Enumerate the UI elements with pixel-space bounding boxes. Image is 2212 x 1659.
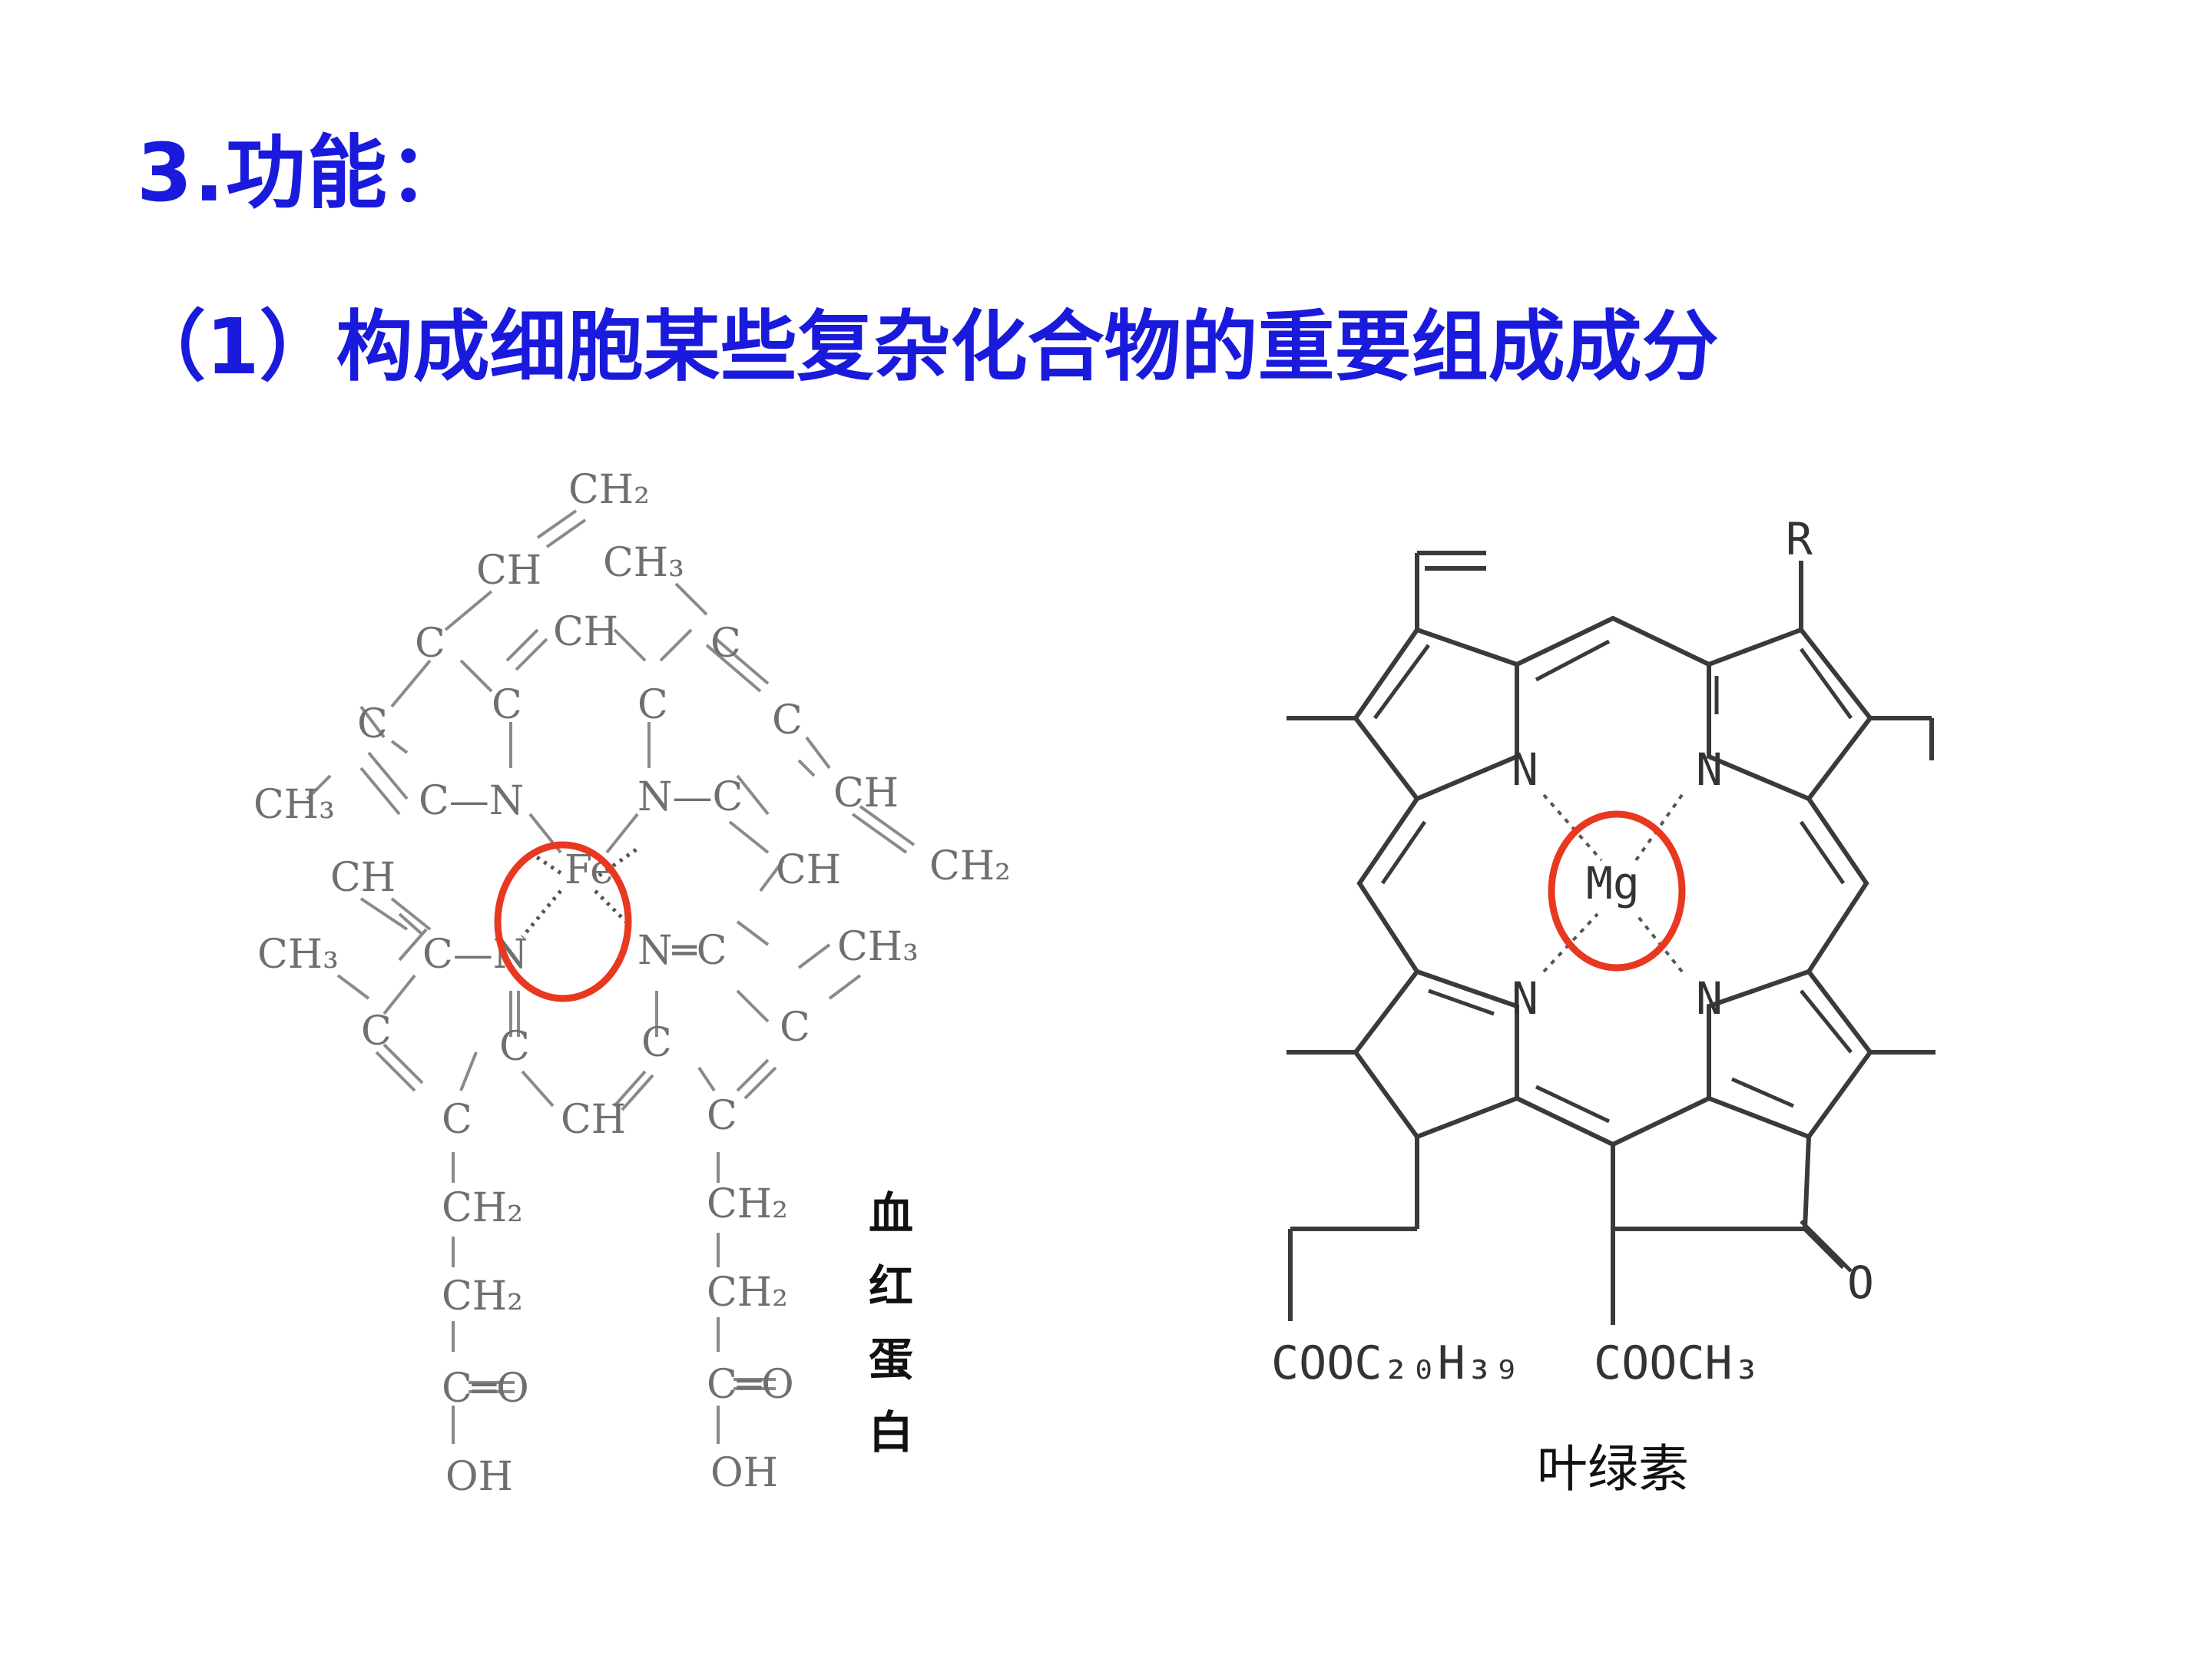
atom-l-c-outer: C [357,701,388,747]
chlorophyll-n-4: N [1696,972,1723,1025]
atom-ll-c-outer: C [361,1008,392,1055]
atom-ch3-left-upper: CH₃ [253,782,335,828]
chlorophyll-double-bonds [1373,639,1853,1273]
atom-ul-c1: C [415,621,445,667]
chlorophyll-caption: 叶绿素 [1537,1439,1689,1498]
atom-chain-right-c: C [707,1093,737,1139]
atom-c-n-left-upper: C—N [419,778,524,824]
chlorophyll-n-1: N [1512,743,1538,796]
substituent-r: R [1786,513,1813,565]
atom-ch2-right-vinyl: CH₂ [929,843,1011,889]
chlorophyll-n-2: N [1696,743,1723,796]
chlorophyll-rings [1286,551,1936,1325]
atom-ch3-left-lower: CH₃ [257,932,339,978]
slide-title: 3.功能： [137,126,470,220]
atom-ur-c1: C [710,621,741,667]
hemoglobin-caption-char-1: 血 [869,1187,913,1240]
atom-upper-mid-ch: CH [553,609,618,655]
ester-phytyl: COOC₂₀H₃₉ [1271,1336,1521,1390]
hemoglobin-caption-char-3: 蛋 [869,1333,913,1386]
atom-n-c-right-upper: N—C [637,774,743,820]
atom-ch-right-vinyl: CH [833,770,899,816]
atom-lr-c-outer: C [780,1005,810,1051]
atom-top-ch3: CH₃ [603,540,684,586]
hemoglobin-structure: CH₂ CH CH₃ CH C C C C C C CH₃ C—N N—C CH… [253,467,1011,1500]
mg-coordination-bonds [1542,793,1684,973]
atom-chain-left-c: C [442,1097,472,1143]
atom-chain-right-cooh: C═O [707,1362,794,1408]
atom-chain-right-oh: OH [710,1450,778,1496]
atom-ch-left-mid: CH [330,855,396,901]
atom-top-ch: CH [476,548,541,594]
hemoglobin-bonds [306,509,916,1444]
slide-subtitle: （1）构成细胞某些复杂化合物的重要组成成分 [129,302,1719,392]
chlorophyll-n-3: N [1512,972,1538,1025]
atom-mg: Mg [1586,857,1640,909]
fe-coordination-bonds [521,846,639,939]
atom-bottom-ch: CH [561,1097,626,1143]
atom-ll-c-inner: C [499,1024,530,1070]
atom-top-ch2: CH₂ [568,467,650,513]
atom-n-c-right-lower: N═C [637,928,727,974]
atom-chain-right-ch2-2: CH₂ [707,1270,788,1316]
mg-highlight-ring [1548,810,1686,972]
chlorophyll-structure: N N N N Mg R O COOC₂₀H₃₉ COOCH₃ 叶绿素 [1271,513,1936,1498]
fe-highlight-ring [494,841,632,1002]
atom-chain-left-ch2-1: CH₂ [442,1185,523,1231]
atom-chain-left-cooh: C═O [442,1366,529,1412]
atom-chain-right-ch2-1: CH₂ [707,1181,788,1227]
hemoglobin-caption-char-4: 白 [869,1406,913,1459]
atom-r-c-outer: C [772,697,803,743]
atom-ul-c2: C [492,682,522,728]
atom-chain-left-ch2-2: CH₂ [442,1273,523,1320]
atom-ch-right-mid: CH [776,847,841,893]
atom-ur-c2: C [637,682,668,728]
atom-chain-left-oh: OH [445,1454,513,1500]
ketone-o: O [1847,1257,1874,1309]
hemoglobin-caption-char-2: 红 [869,1260,913,1313]
atom-ch3-right-lower: CH₃ [837,924,919,970]
atom-lr-c-inner: C [641,1020,672,1066]
ester-methyl: COOCH₃ [1594,1336,1760,1390]
